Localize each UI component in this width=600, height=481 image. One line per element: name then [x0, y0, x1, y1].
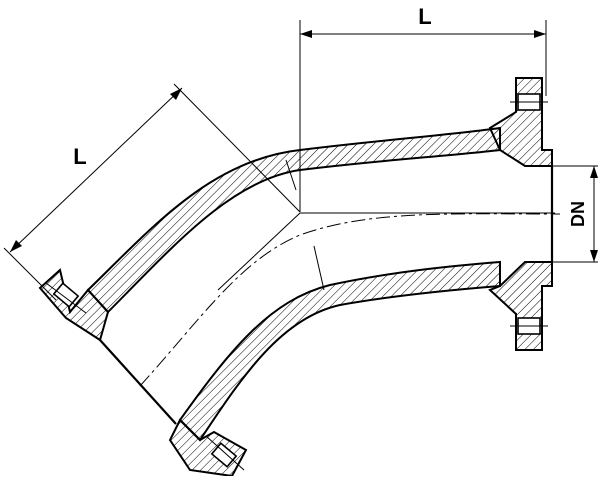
bend-centerline — [139, 213, 561, 387]
left-flange — [38, 268, 248, 478]
left-flange-bolt-hole-bottom — [210, 442, 238, 468]
diameter-label: DN — [568, 201, 588, 227]
length-diagonal-label: L — [73, 144, 86, 169]
wall-section-tick-upper — [285, 159, 297, 191]
bend-inner-wall — [178, 260, 501, 442]
left-flange-bolt-hole-top — [52, 282, 80, 308]
right-flange-upper — [488, 77, 553, 167]
bore-inlet-line — [217, 212, 301, 291]
right-flange — [488, 77, 554, 351]
dimension-length-top: L — [299, 4, 547, 212]
wall-section-tick-lower — [313, 245, 325, 291]
dimension-diameter: DN — [552, 165, 598, 263]
bend-outer-wall — [86, 126, 501, 314]
dimension-length-diagonal: L — [3, 83, 301, 301]
length-top-label: L — [418, 4, 431, 29]
